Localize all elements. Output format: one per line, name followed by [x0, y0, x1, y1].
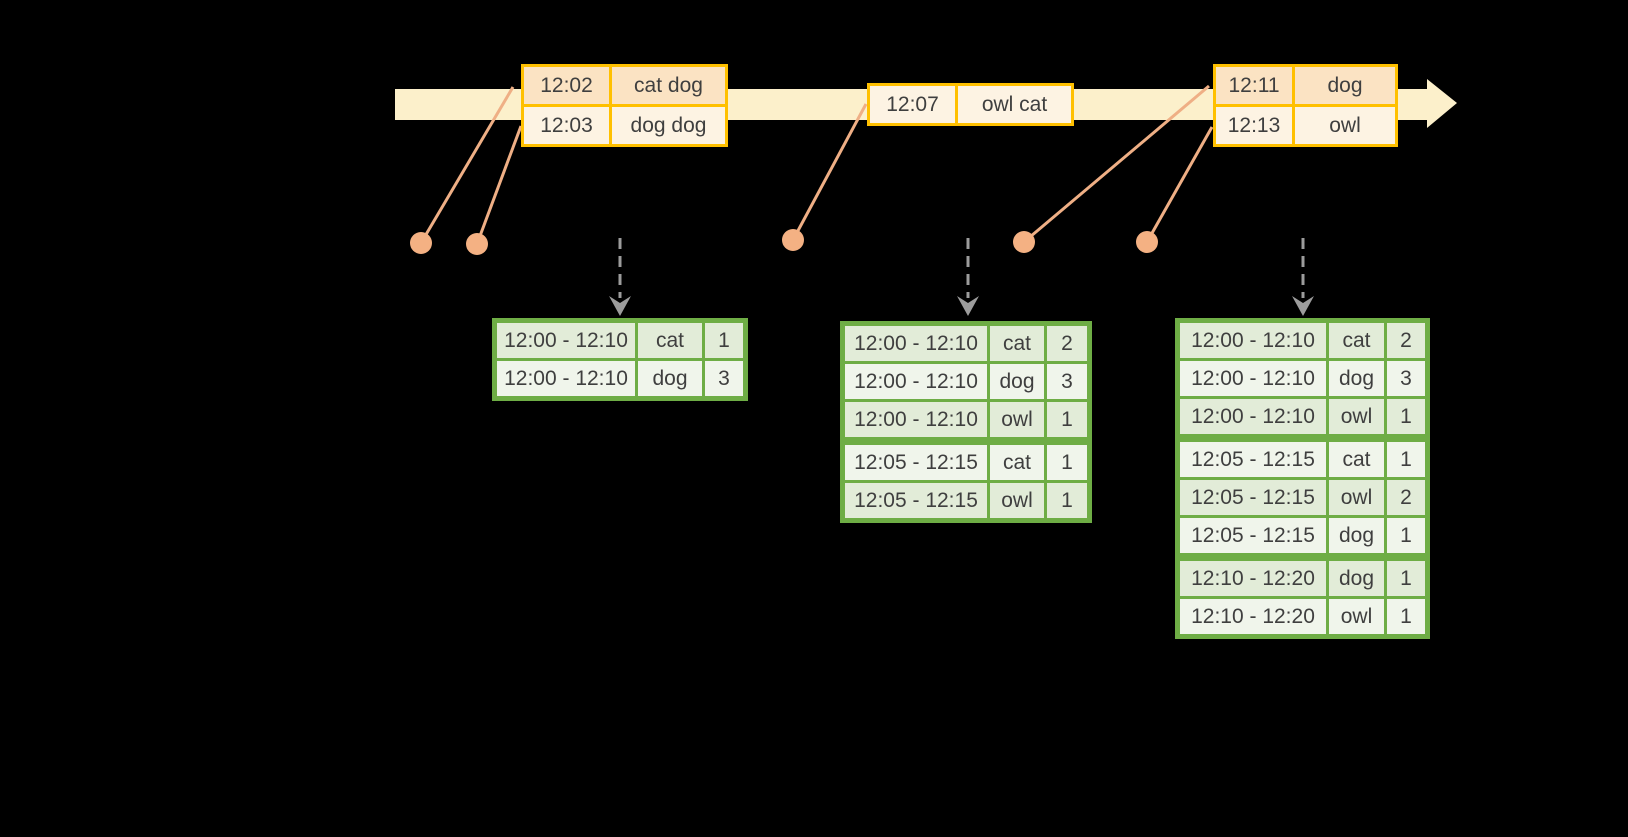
word-cell: cat	[1329, 442, 1384, 477]
count-cell: 3	[705, 361, 743, 396]
word-cell: owl	[1329, 399, 1384, 434]
count-cell: 1	[1387, 399, 1425, 434]
event-dot	[782, 229, 804, 251]
event-time-cell: 12:03	[524, 107, 609, 144]
event-table-3: 12:11 dog 12:13 owl	[1213, 64, 1398, 147]
result-row: 12:00 - 12:10 owl 1	[1180, 399, 1425, 434]
event-connector-line	[1023, 84, 1210, 244]
event-table-1: 12:02 cat dog 12:03 dog dog	[521, 64, 728, 147]
result-row: 12:10 - 12:20 dog 1	[1180, 561, 1425, 596]
window-cell: 12:00 - 12:10	[845, 364, 987, 399]
result-table-2: 12:00 - 12:10 cat 2 12:00 - 12:10 dog 3 …	[840, 321, 1092, 523]
event-words-cell: dog	[1295, 67, 1395, 104]
count-cell: 1	[1047, 483, 1087, 518]
window-cell: 12:05 - 12:15	[1180, 480, 1326, 515]
result-row: 12:00 - 12:10 dog 3	[497, 361, 743, 396]
window-cell: 12:10 - 12:20	[1180, 561, 1326, 596]
word-cell: owl	[990, 402, 1044, 437]
event-connector-line	[419, 86, 515, 244]
word-cell: cat	[1329, 323, 1384, 358]
word-cell: dog	[990, 364, 1044, 399]
event-row: 12:02 cat dog	[524, 67, 725, 104]
result-row: 12:05 - 12:15 owl 2	[1180, 480, 1425, 515]
event-dot	[410, 232, 432, 254]
window-cell: 12:00 - 12:10	[845, 402, 987, 437]
word-cell: cat	[638, 323, 702, 358]
word-cell: owl	[1329, 480, 1384, 515]
result-row: 12:05 - 12:15 owl 1	[845, 483, 1087, 518]
event-row: 12:07 owl cat	[870, 86, 1071, 123]
result-table-1: 12:00 - 12:10 cat 1 12:00 - 12:10 dog 3	[492, 318, 748, 401]
count-cell: 1	[1387, 442, 1425, 477]
count-cell: 3	[1047, 364, 1087, 399]
window-cell: 12:00 - 12:10	[1180, 323, 1326, 358]
window-cell: 12:00 - 12:10	[845, 326, 987, 361]
event-words-cell: cat dog	[612, 67, 725, 104]
trigger-down-arrow-icon	[609, 238, 631, 316]
window-cell: 12:10 - 12:20	[1180, 599, 1326, 634]
event-time-cell: 12:07	[870, 86, 955, 123]
result-row: 12:00 - 12:10 cat 1	[497, 323, 743, 358]
window-cell: 12:05 - 12:15	[845, 483, 987, 518]
timeline-arrowhead-icon	[1427, 79, 1457, 128]
window-cell: 12:05 - 12:15	[1180, 442, 1326, 477]
result-row: 12:05 - 12:15 cat 1	[845, 445, 1087, 480]
window-cell: 12:00 - 12:10	[497, 361, 635, 396]
event-dot	[466, 233, 488, 255]
event-words-cell: dog dog	[612, 107, 725, 144]
result-row: 12:00 - 12:10 dog 3	[845, 364, 1087, 399]
result-row: 12:00 - 12:10 cat 2	[1180, 323, 1425, 358]
event-connector-line	[1145, 126, 1214, 243]
count-cell: 2	[1047, 326, 1087, 361]
count-cell: 1	[1387, 518, 1425, 553]
event-words-cell: owl cat	[958, 86, 1071, 123]
count-cell: 2	[1387, 480, 1425, 515]
count-cell: 1	[1047, 402, 1087, 437]
result-row: 12:05 - 12:15 dog 1	[1180, 518, 1425, 553]
count-cell: 1	[1387, 561, 1425, 596]
result-row: 12:00 - 12:10 dog 3	[1180, 361, 1425, 396]
count-cell: 1	[1387, 599, 1425, 634]
count-cell: 1	[1047, 445, 1087, 480]
event-time-cell: 12:02	[524, 67, 609, 104]
result-row: 12:10 - 12:20 owl 1	[1180, 599, 1425, 634]
event-time-cell: 12:11	[1216, 67, 1292, 104]
event-table-2: 12:07 owl cat	[867, 83, 1074, 126]
result-row: 12:00 - 12:10 cat 2	[845, 326, 1087, 361]
window-cell: 12:00 - 12:10	[1180, 399, 1326, 434]
window-cell: 12:05 - 12:15	[1180, 518, 1326, 553]
event-row: 12:11 dog	[1216, 67, 1395, 104]
event-connector-line	[791, 103, 868, 241]
window-cell: 12:05 - 12:15	[845, 445, 987, 480]
word-cell: cat	[990, 445, 1044, 480]
event-time-cell: 12:13	[1216, 107, 1292, 144]
event-dot	[1013, 231, 1035, 253]
result-table-3: 12:00 - 12:10 cat 2 12:00 - 12:10 dog 3 …	[1175, 318, 1430, 639]
event-connector-line	[475, 125, 523, 245]
count-cell: 3	[1387, 361, 1425, 396]
word-cell: dog	[1329, 518, 1384, 553]
trigger-down-arrow-icon	[1292, 238, 1314, 316]
word-cell: owl	[1329, 599, 1384, 634]
result-row: 12:05 - 12:15 cat 1	[1180, 442, 1425, 477]
event-words-cell: owl	[1295, 107, 1395, 144]
window-cell: 12:00 - 12:10	[497, 323, 635, 358]
result-row: 12:00 - 12:10 owl 1	[845, 402, 1087, 437]
trigger-down-arrow-icon	[957, 238, 979, 316]
word-cell: cat	[990, 326, 1044, 361]
count-cell: 2	[1387, 323, 1425, 358]
event-row: 12:13 owl	[1216, 107, 1395, 144]
word-cell: dog	[1329, 361, 1384, 396]
count-cell: 1	[705, 323, 743, 358]
window-cell: 12:00 - 12:10	[1180, 361, 1326, 396]
event-dot	[1136, 231, 1158, 253]
event-row: 12:03 dog dog	[524, 107, 725, 144]
word-cell: owl	[990, 483, 1044, 518]
word-cell: dog	[638, 361, 702, 396]
word-cell: dog	[1329, 561, 1384, 596]
